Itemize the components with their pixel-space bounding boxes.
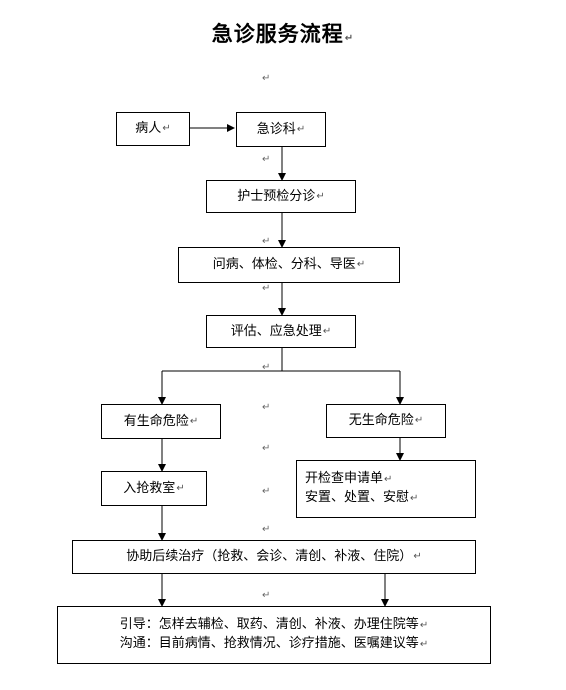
node-nurse-triage: 护士预检分诊↵	[206, 180, 356, 213]
node-patient: 病人↵	[116, 112, 190, 146]
paragraph-mark-icon: ↵	[262, 590, 271, 601]
node-label: 问病、体检、分科、导医	[212, 257, 356, 272]
paragraph-mark-icon: ↵	[316, 190, 325, 202]
paragraph-mark-icon: ↵	[262, 402, 271, 413]
paragraph-mark-icon: ↵	[414, 415, 424, 426]
node-consult: 问病、体检、分科、导医↵	[178, 247, 400, 283]
node-line: 沟通：目前病情、抢救情况、诊疗措施、医嘱建议等↵	[119, 636, 429, 651]
node-line: 安置、处置、安慰↵	[305, 490, 419, 505]
node-assess: 评估、应急处理↵	[206, 315, 356, 348]
node-emergency-dept: 急诊科↵	[236, 112, 326, 147]
node-label: 协助后续治疗（抢救、会诊、清创、补液、住院）	[126, 549, 413, 564]
node-no-risk-actions: 开检查申请单↵ 安置、处置、安慰↵	[296, 460, 476, 518]
paragraph-mark-icon: ↵	[344, 33, 355, 44]
node-guide-communicate: 引导：怎样去辅检、取药、清创、补液、办理住院等↵ 沟通：目前病情、抢救情况、诊疗…	[57, 606, 491, 664]
node-label: 评估、应急处理	[230, 323, 322, 339]
paragraph-mark-icon: ↵	[189, 415, 199, 427]
paragraph-mark-icon: ↵	[262, 73, 271, 84]
paragraph-mark-icon: ↵	[410, 493, 419, 504]
paragraph-mark-icon: ↵	[384, 474, 393, 485]
paragraph-mark-icon: ↵	[262, 443, 271, 454]
title-text: 急诊服务流程	[211, 22, 344, 46]
paragraph-mark-icon: ↵	[262, 486, 271, 497]
paragraph-mark-icon: ↵	[419, 620, 429, 631]
node-follow-up: 协助后续治疗（抢救、会诊、清创、补液、住院）↵	[72, 540, 476, 574]
paragraph-mark-icon: ↵	[262, 154, 271, 165]
paragraph-mark-icon: ↵	[262, 236, 271, 247]
node-label: 入抢救室	[123, 480, 176, 496]
node-life-risk: 有生命危险↵	[101, 404, 221, 439]
paragraph-mark-icon: ↵	[262, 362, 271, 373]
page-title: 急诊服务流程↵	[0, 18, 566, 48]
paragraph-mark-icon: ↵	[176, 482, 185, 494]
node-no-life-risk: 无生命危险↵	[326, 404, 446, 438]
paragraph-mark-icon: ↵	[262, 283, 271, 294]
paragraph-mark-icon: ↵	[296, 123, 306, 135]
paragraph-mark-icon: ↵	[419, 639, 429, 650]
node-label: 急诊科	[256, 121, 296, 137]
node-line: 引导：怎样去辅检、取药、清创、补液、办理住院等↵	[119, 617, 429, 632]
paragraph-mark-icon: ↵	[413, 551, 422, 562]
paragraph-mark-icon: ↵	[162, 123, 171, 134]
paragraph-mark-icon: ↵	[262, 524, 271, 535]
node-label: 护士预检分诊	[237, 188, 316, 204]
paragraph-mark-icon: ↵	[356, 259, 366, 270]
node-label: 无生命危险	[348, 413, 414, 428]
paragraph-mark-icon: ↵	[322, 325, 332, 337]
node-line: 开检查申请单↵	[305, 471, 393, 486]
node-rescue-room: 入抢救室↵	[101, 471, 207, 506]
node-label: 病人	[135, 121, 162, 136]
node-label: 有生命危险	[123, 413, 189, 429]
